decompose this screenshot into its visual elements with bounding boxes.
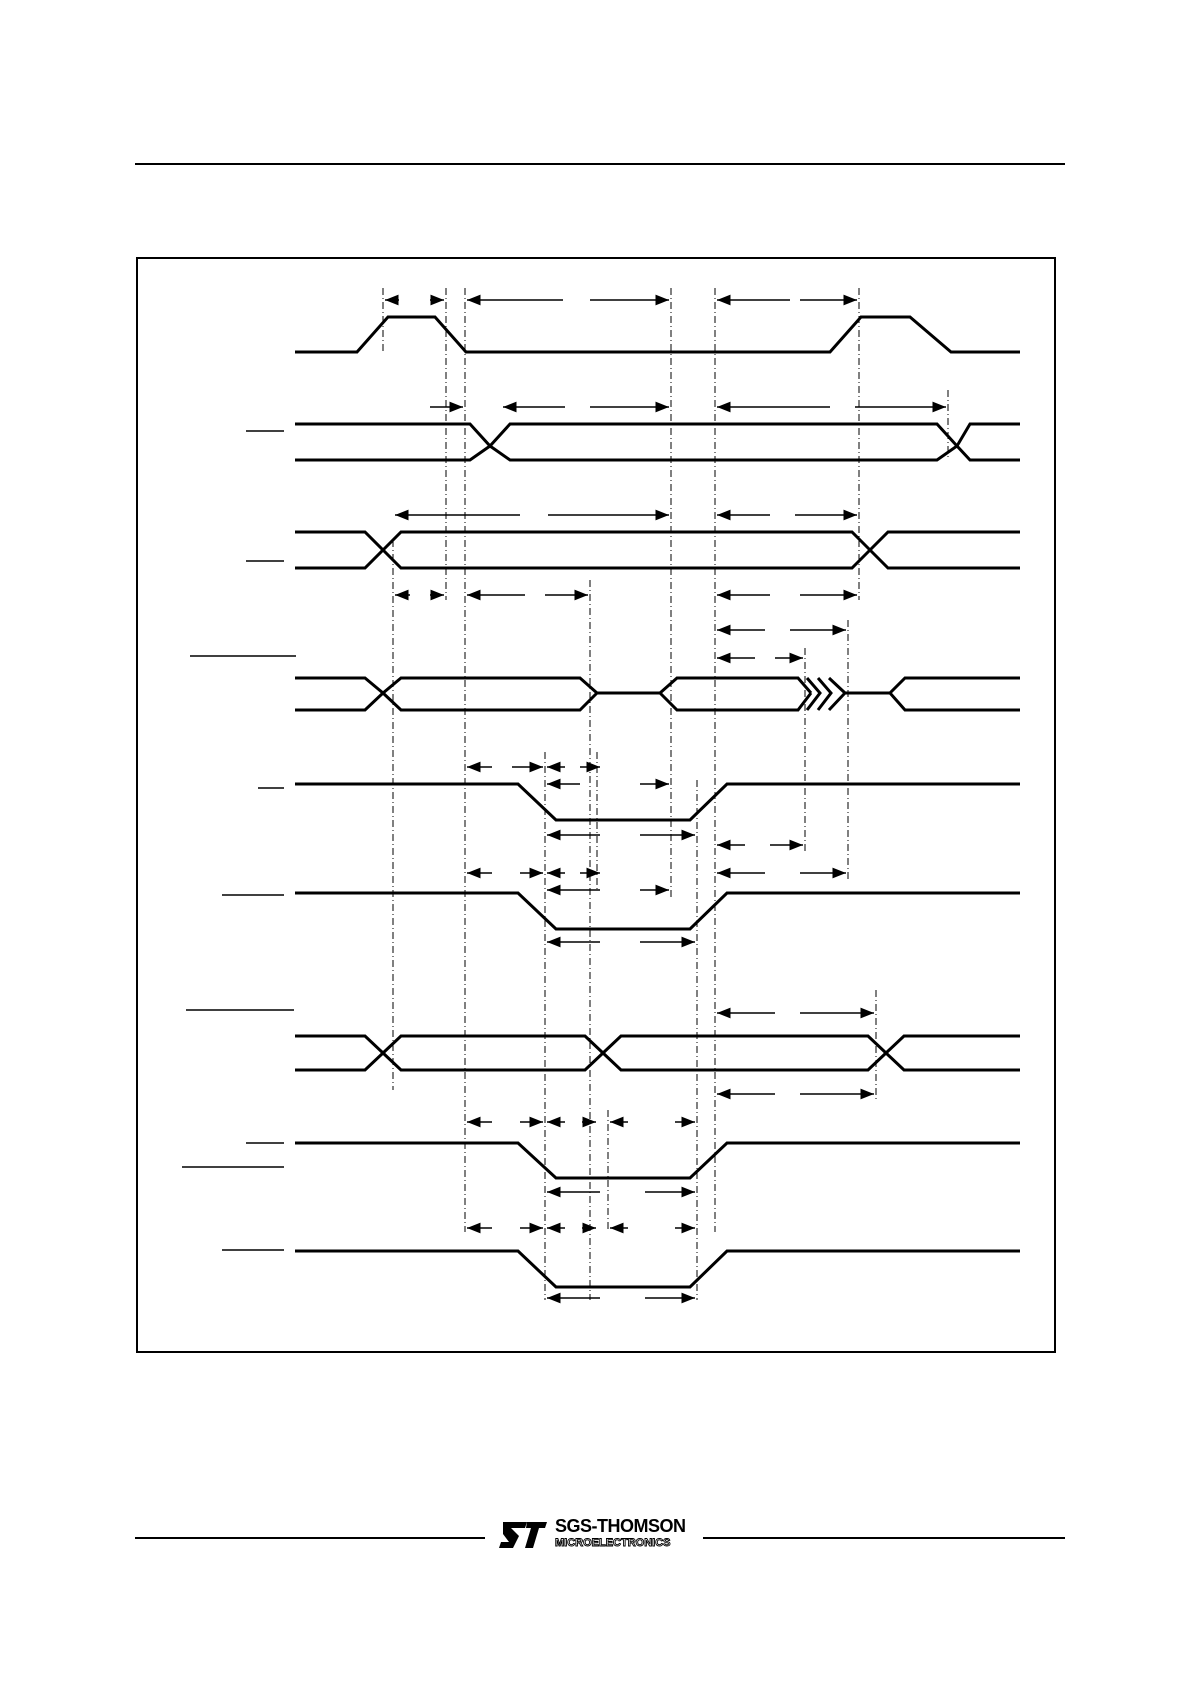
signal-4-waveform-top — [295, 676, 813, 695]
signal-4-waveform-bottom — [295, 690, 813, 712]
signal-8-waveform — [295, 1141, 1020, 1180]
st-logo-icon — [499, 1522, 547, 1548]
logo-company-subtitle: MICROELECTRONICS — [555, 1537, 671, 1550]
timing-arrows — [385, 294, 946, 1304]
signal-4-waveform-edges-a — [805, 677, 822, 711]
signal-5-waveform — [295, 782, 1020, 822]
signal-6-waveform — [295, 891, 1020, 931]
signal-3-waveform-bottom — [295, 530, 1020, 570]
signal-4-waveform-end-top — [888, 676, 1020, 695]
reference-lines — [382, 288, 949, 1300]
signal-4-waveform-end-bottom — [888, 692, 1020, 712]
company-logo: SGS-THOMSON MICROELECTRONICS — [495, 1516, 705, 1556]
signal-9-waveform — [295, 1249, 1020, 1289]
signal-label-overbars — [182, 430, 296, 1251]
footer-rule-left — [135, 1537, 485, 1539]
timing-diagram-frame — [136, 257, 1056, 1353]
signal-4-waveform-edges-b — [816, 677, 833, 711]
signal-3-waveform-top — [295, 530, 1020, 570]
waveforms — [295, 315, 1020, 1289]
header-rule — [135, 163, 1065, 165]
footer-rule-right — [703, 1537, 1065, 1539]
signal-1-waveform — [295, 315, 1020, 354]
logo-company-name: SGS-THOMSON — [555, 1516, 686, 1536]
signal-2-waveform-bottom — [295, 422, 1020, 462]
signal-7-waveform-top — [295, 1034, 1020, 1072]
signal-2-waveform-top — [295, 422, 1020, 462]
signal-7-waveform-bottom — [295, 1034, 1020, 1072]
